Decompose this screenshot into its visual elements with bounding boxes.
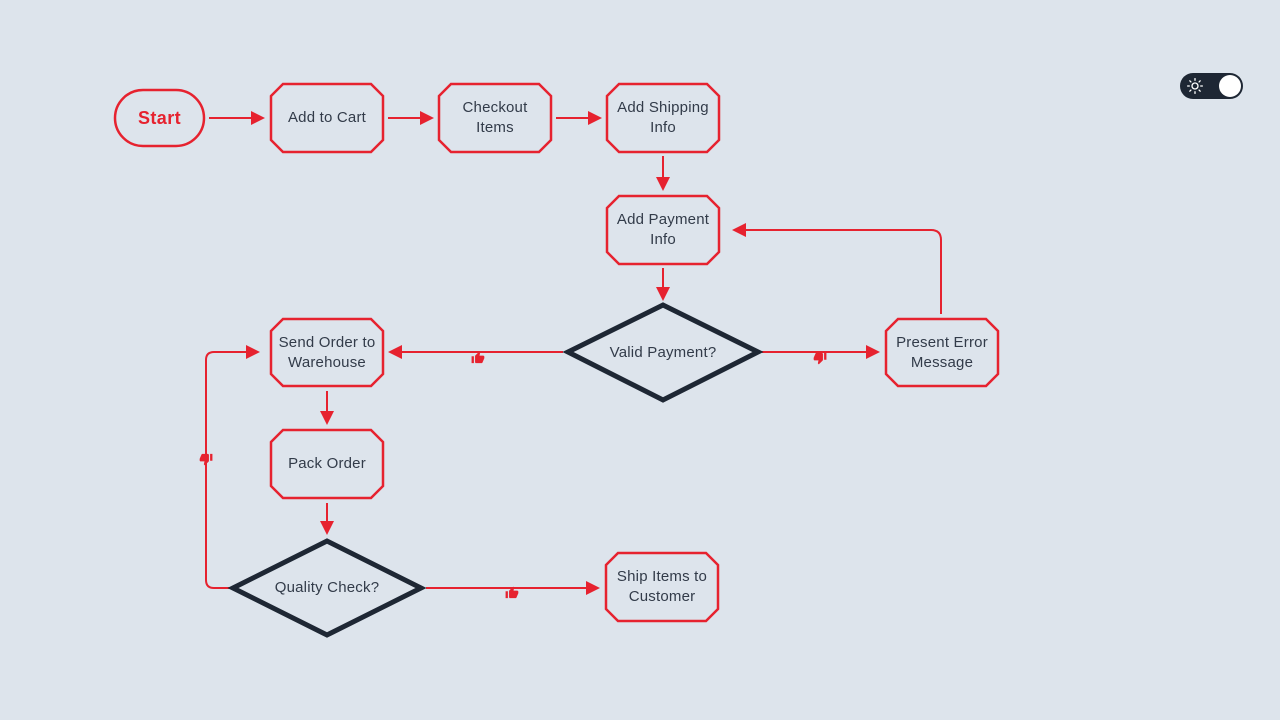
node-valid-payment-label: Valid Payment? xyxy=(609,343,717,361)
thumbs-up-icon xyxy=(505,586,519,599)
node-quality-check-shape xyxy=(227,538,427,638)
arrowhead-icon xyxy=(656,287,670,301)
node-add-shipping-info-label: Add Shipping Info xyxy=(617,99,709,136)
theme-toggle[interactable] xyxy=(1180,73,1243,99)
node-send-order-to-warehouse-shape xyxy=(269,317,385,388)
arrowhead-icon xyxy=(246,345,260,359)
arrowhead-icon xyxy=(320,411,334,425)
arrowhead-icon xyxy=(866,345,880,359)
arrowhead-icon xyxy=(586,581,600,595)
thumbs-up-icon xyxy=(471,351,485,364)
node-pack-order-shape xyxy=(269,428,385,500)
thumbs-down-icon xyxy=(813,352,827,365)
edge-quality-check-to-send-order-to-warehouse xyxy=(205,351,246,589)
node-pack-order-label: Pack Order xyxy=(288,455,366,472)
node-add-payment-info-label: Add Payment Info xyxy=(616,211,710,248)
sun-icon xyxy=(1187,78,1203,94)
arrowhead-icon xyxy=(656,177,670,191)
node-send-order-to-warehouse-label: Send Order to Warehouse xyxy=(278,333,376,371)
node-add-shipping-info-shape xyxy=(605,82,721,154)
node-present-error-message-shape xyxy=(884,317,1000,388)
arrowhead-icon xyxy=(588,111,602,125)
node-checkout-items-label: Checkout Items xyxy=(462,99,528,136)
edge-present-error-message-to-add-payment-info xyxy=(746,229,942,314)
node-add-to-cart-shape xyxy=(269,82,385,154)
arrowhead-icon xyxy=(251,111,265,125)
node-start-label: Start xyxy=(137,108,181,128)
node-ship-items-to-customer-label: Ship Items to Customer xyxy=(616,568,708,605)
arrowhead-icon xyxy=(388,345,402,359)
theme-toggle-knob[interactable] xyxy=(1219,75,1241,97)
node-present-error-message-label: Present Error Message xyxy=(896,333,988,371)
node-checkout-items-shape xyxy=(437,82,553,154)
node-ship-items-to-customer-shape xyxy=(604,551,720,623)
node-add-payment-info-shape xyxy=(605,194,721,266)
node-start-shape xyxy=(113,88,206,148)
node-add-to-cart-label: Add to Cart xyxy=(287,109,367,126)
thumbs-down-icon xyxy=(199,453,213,466)
arrowhead-icon xyxy=(320,521,334,535)
arrowhead-icon xyxy=(732,223,746,237)
arrowhead-icon xyxy=(420,111,434,125)
node-valid-payment-shape xyxy=(562,302,764,403)
node-quality-check-label: Quality Check? xyxy=(274,579,380,596)
